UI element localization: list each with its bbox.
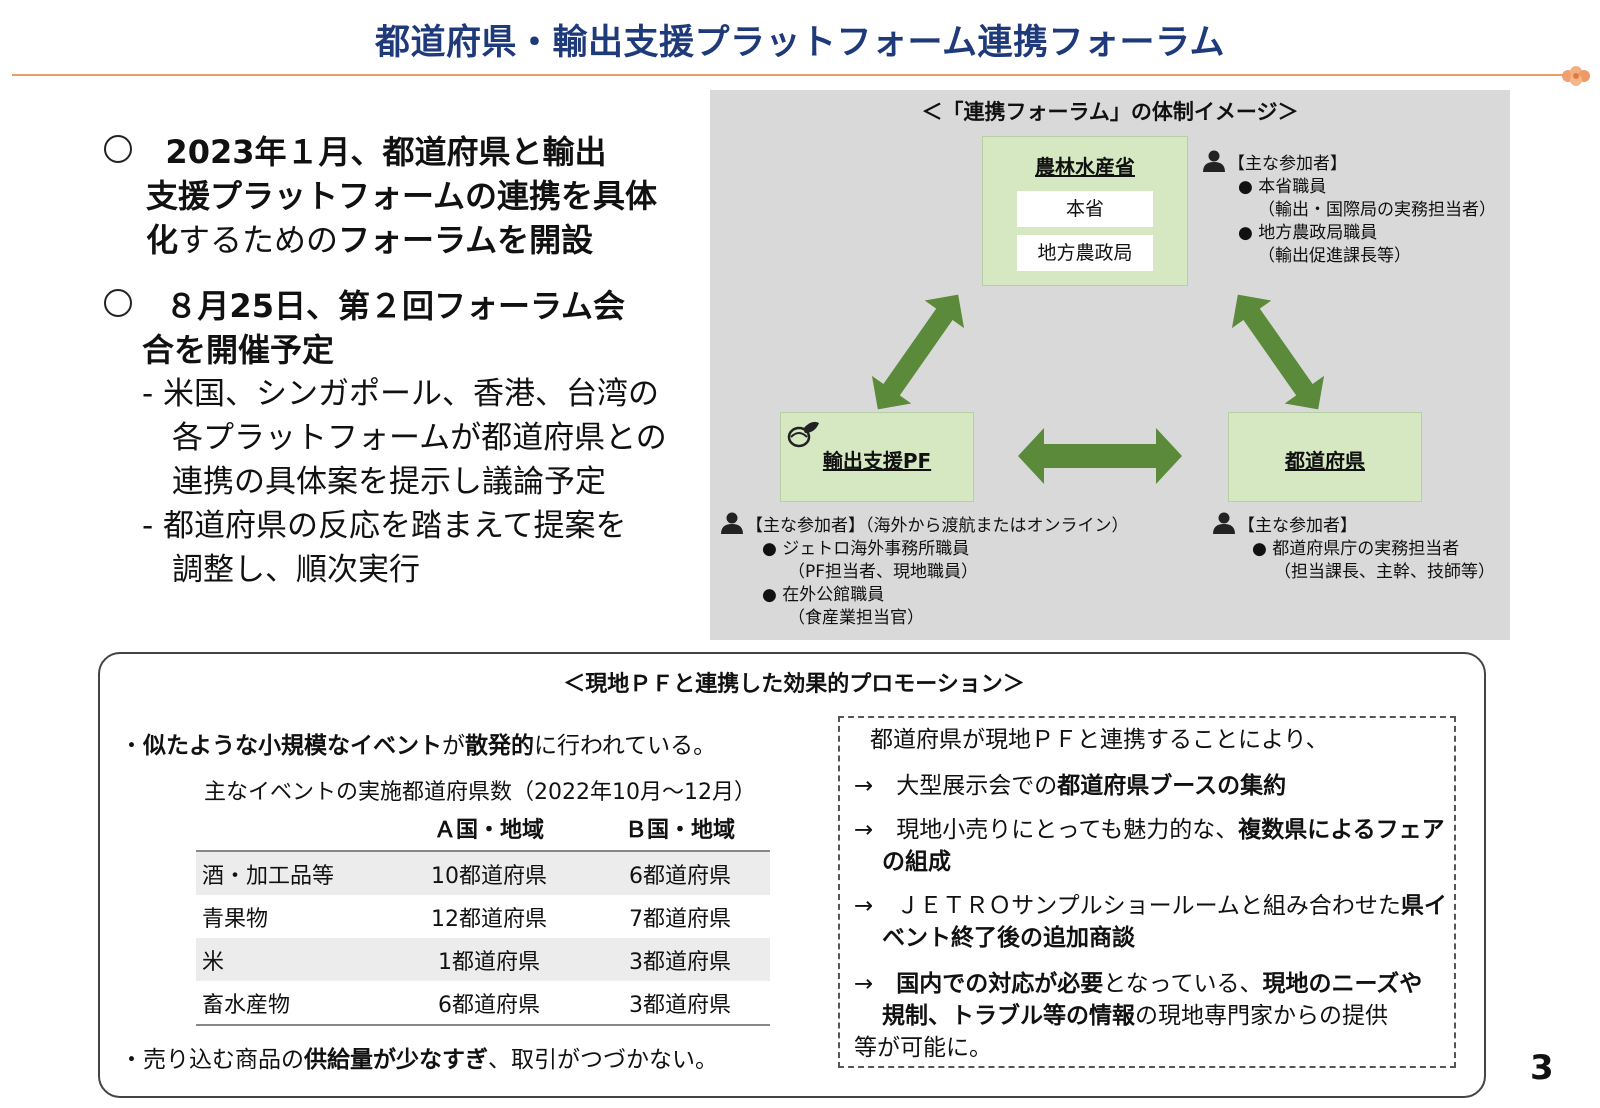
prefecture-title: 都道府県 <box>1285 449 1365 473</box>
table-header-row: Ａ国・地域 Ｂ国・地域 <box>196 806 770 852</box>
person-icon <box>1213 512 1235 534</box>
diagram-arrows <box>871 294 1325 484</box>
effect-2: → 現地小売りにとっても魅力的な、複数県によるフェアの組成 <box>854 817 1445 875</box>
pf-participants: 【主な参加者】（海外から渡航またはオンライン） ● ジェトロ海外事務所職員 （P… <box>720 512 1129 630</box>
sub-bullet-1-line-3: 連携の具体案を提示し議論予定 <box>172 464 606 500</box>
bullet-1-line-1: 2023年１月、都道府県と輸出 <box>165 133 607 171</box>
table-caption: 主なイベントの実施都道府県数（2022年10月～12月） <box>204 780 756 805</box>
promotion-box: ＜現地ＰＦと連携した効果的プロモーション＞ ・似たような小規模なイベントが散発的… <box>98 652 1486 1098</box>
diagram-title: ＜「連携フォーラム」の体制イメージ＞ <box>921 100 1299 124</box>
bullet-1-line-3: 化するためのフォーラムを開設 <box>146 221 594 259</box>
bullet-1-line-2: 支援プラットフォームの連携を具体 <box>146 177 658 215</box>
person-icon <box>721 512 743 534</box>
maff-honsho-box: 本省 <box>1017 191 1153 227</box>
sub-bullet-2-line-1: - 都道府県の反応を踏まえて提案を <box>142 508 627 544</box>
forum-structure-diagram: ＜「連携フォーラム」の体制イメージ＞ 農林水産省 本省 地方農政局 輸出支援PF… <box>710 90 1510 640</box>
sub-bullet-1-line-2: 各プラットフォームが都道府県との <box>172 420 667 456</box>
maff-regional-box: 地方農政局 <box>1017 235 1153 271</box>
flower-logo-icon <box>1562 66 1590 86</box>
maff-participants: 【主な参加者】 ● 本省職員 （輸出・国際局の実務担当者） ● 地方農政局職員 … <box>1202 150 1496 268</box>
effect-3: → ＪＥＴＲＯサンプルショールームと組み合わせた県イベント終了後の追加商談 <box>854 893 1447 951</box>
bullet-2-line-1: ８月25日、第２回フォーラム会 <box>165 287 625 325</box>
header-country-a: Ａ国・地域 <box>388 806 590 852</box>
arrow-pf-pref-icon <box>1018 428 1182 484</box>
effect-4: → 国内での対応が必要となっている、現地のニーズや規制、トラブル等の情報の現地専… <box>854 971 1423 1061</box>
effects-box: 都道府県が現地ＰＦと連携することにより、 → 大型展示会での都道府県ブースの集約… <box>838 716 1456 1068</box>
export-pf-box: 輸出支援PF <box>780 412 974 502</box>
title-divider <box>12 74 1572 76</box>
arrow-maff-pref-icon <box>1231 294 1325 410</box>
point-2: ・売り込む商品の供給量が少なすぎ、取引がつづかない。 <box>120 1047 718 1073</box>
prefecture-box: 都道府県 <box>1228 412 1422 502</box>
sub-bullet-1-line-1: - 米国、シンガポール、香港、台湾の <box>142 376 660 412</box>
promotion-title: ＜現地ＰＦと連携した効果的プロモーション＞ <box>563 672 1025 697</box>
circle-bullet-icon <box>104 289 132 317</box>
globe-leaf-icon <box>787 421 819 448</box>
table-row: 畜水産物 6都道府県 3都道府県 <box>196 981 770 1026</box>
bullet-2: ８月25日、第２回フォーラム会 合を開催予定 <box>104 284 625 372</box>
page-number: 3 <box>1530 1048 1554 1088</box>
pref-participants: 【主な参加者】 ● 都道府県庁の実務担当者 （担当課長、主幹、技師等） <box>1212 512 1495 584</box>
arrow-maff-pf-icon <box>871 294 965 410</box>
event-table: Ａ国・地域 Ｂ国・地域 酒・加工品等 10都道府県 6都道府県 青果物 12都道… <box>196 806 770 1026</box>
table-row: 米 1都道府県 3都道府県 <box>196 938 770 981</box>
effects-intro: 都道府県が現地ＰＦと連携することにより、 <box>870 727 1329 753</box>
person-icon <box>1203 150 1225 172</box>
maff-box: 農林水産省 本省 地方農政局 <box>982 136 1188 286</box>
maff-title: 農林水産省 <box>1035 155 1135 179</box>
effect-1: → 大型展示会での都道府県ブースの集約 <box>854 773 1287 799</box>
header-country-b: Ｂ国・地域 <box>590 806 770 852</box>
table-row: 酒・加工品等 10都道府県 6都道府県 <box>196 851 770 895</box>
page-title: 都道府県・輸出支援プラットフォーム連携フォーラム <box>375 23 1225 63</box>
sub-bullets: - 米国、シンガポール、香港、台湾の 各プラットフォームが都道府県との 連携の具… <box>142 372 667 592</box>
sub-bullet-2-line-2: 調整し、順次実行 <box>172 552 420 588</box>
bullet-1: 2023年１月、都道府県と輸出 支援プラットフォームの連携を具体 化するためのフ… <box>104 130 657 262</box>
export-pf-title: 輸出支援PF <box>822 449 932 473</box>
point-1: ・似たような小規模なイベントが散発的に行われている。 <box>120 733 717 759</box>
bullet-2-line-2: 合を開催予定 <box>142 331 335 369</box>
table-row: 青果物 12都道府県 7都道府県 <box>202 906 731 932</box>
circle-bullet-icon <box>104 135 132 163</box>
